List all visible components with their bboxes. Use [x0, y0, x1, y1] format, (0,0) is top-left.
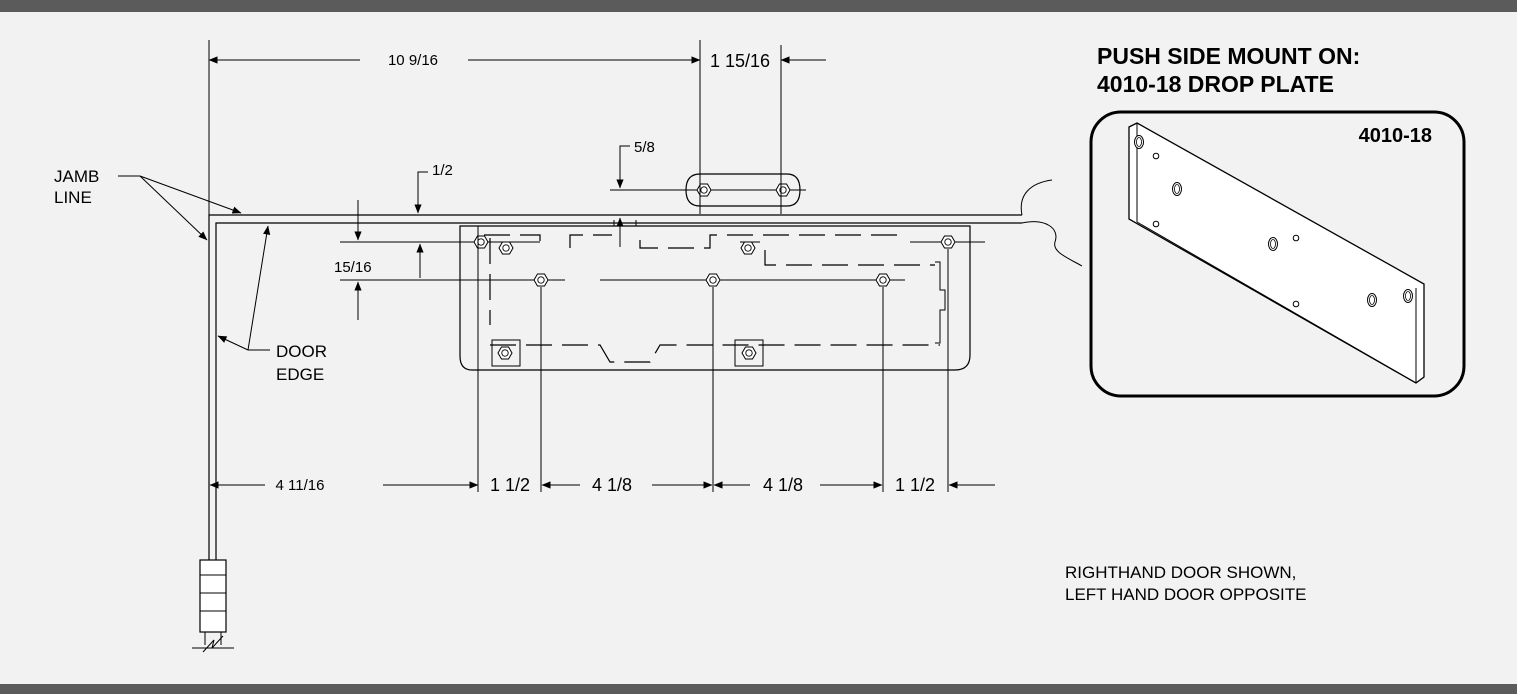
- drop-plate-drawing: [1128, 122, 1425, 384]
- extension-lines: [477, 40, 949, 492]
- dim-bottom-3: 4 1/8: [592, 475, 632, 495]
- fasteners: [340, 235, 985, 360]
- bottom-dimensions: 4 11/16 1 1/2 4 1/8 4 1/8 1 1/2: [208, 470, 995, 560]
- door-edge-label-2: EDGE: [276, 365, 324, 384]
- door-edge-label: DOOR: [276, 342, 327, 361]
- arm-shoe: [610, 173, 806, 207]
- top-dimensions: 10 9/16 1 15/16 5/8 1/2 15/16: [208, 51, 826, 320]
- drop-plate-panel: PUSH SIDE MOUNT ON: 4010-18 DROP PLATE 4…: [1089, 43, 1466, 398]
- dim-top-overall: 10 9/16: [388, 52, 438, 69]
- note-line-1: RIGHTHAND DOOR SHOWN,: [1065, 563, 1296, 582]
- footer-band: [0, 684, 1517, 694]
- note-line-2: LEFT HAND DOOR OPPOSITE: [1065, 585, 1307, 604]
- dim-bottom-2: 1 1/2: [490, 475, 530, 495]
- mount-title-line-2: 4010-18 DROP PLATE: [1097, 71, 1334, 97]
- orientation-note: RIGHTHAND DOOR SHOWN, LEFT HAND DOOR OPP…: [1065, 563, 1307, 604]
- header-band: [0, 0, 1517, 12]
- dim-jamb-offset: 1/2: [432, 162, 453, 179]
- dim-bottom-5: 1 1/2: [895, 475, 935, 495]
- jamb-line-label: JAMB: [54, 167, 99, 186]
- callouts: JAMB LINE DOOR EDGE: [54, 167, 327, 384]
- door-frame: [208, 40, 1083, 560]
- closer-body: [459, 220, 971, 371]
- dim-top-arm: 1 15/16: [710, 51, 770, 71]
- mount-title-line-1: PUSH SIDE MOUNT ON:: [1097, 43, 1360, 69]
- jamb-line-label-2: LINE: [54, 188, 92, 207]
- dim-bottom-4: 4 1/8: [763, 475, 803, 495]
- plate-label: 4010-18: [1359, 125, 1432, 147]
- dim-hole-vertical: 15/16: [334, 259, 372, 276]
- dim-bottom-1: 4 11/16: [276, 477, 325, 494]
- dim-arm-offset: 5/8: [634, 139, 655, 156]
- hinge-stub: [192, 559, 234, 653]
